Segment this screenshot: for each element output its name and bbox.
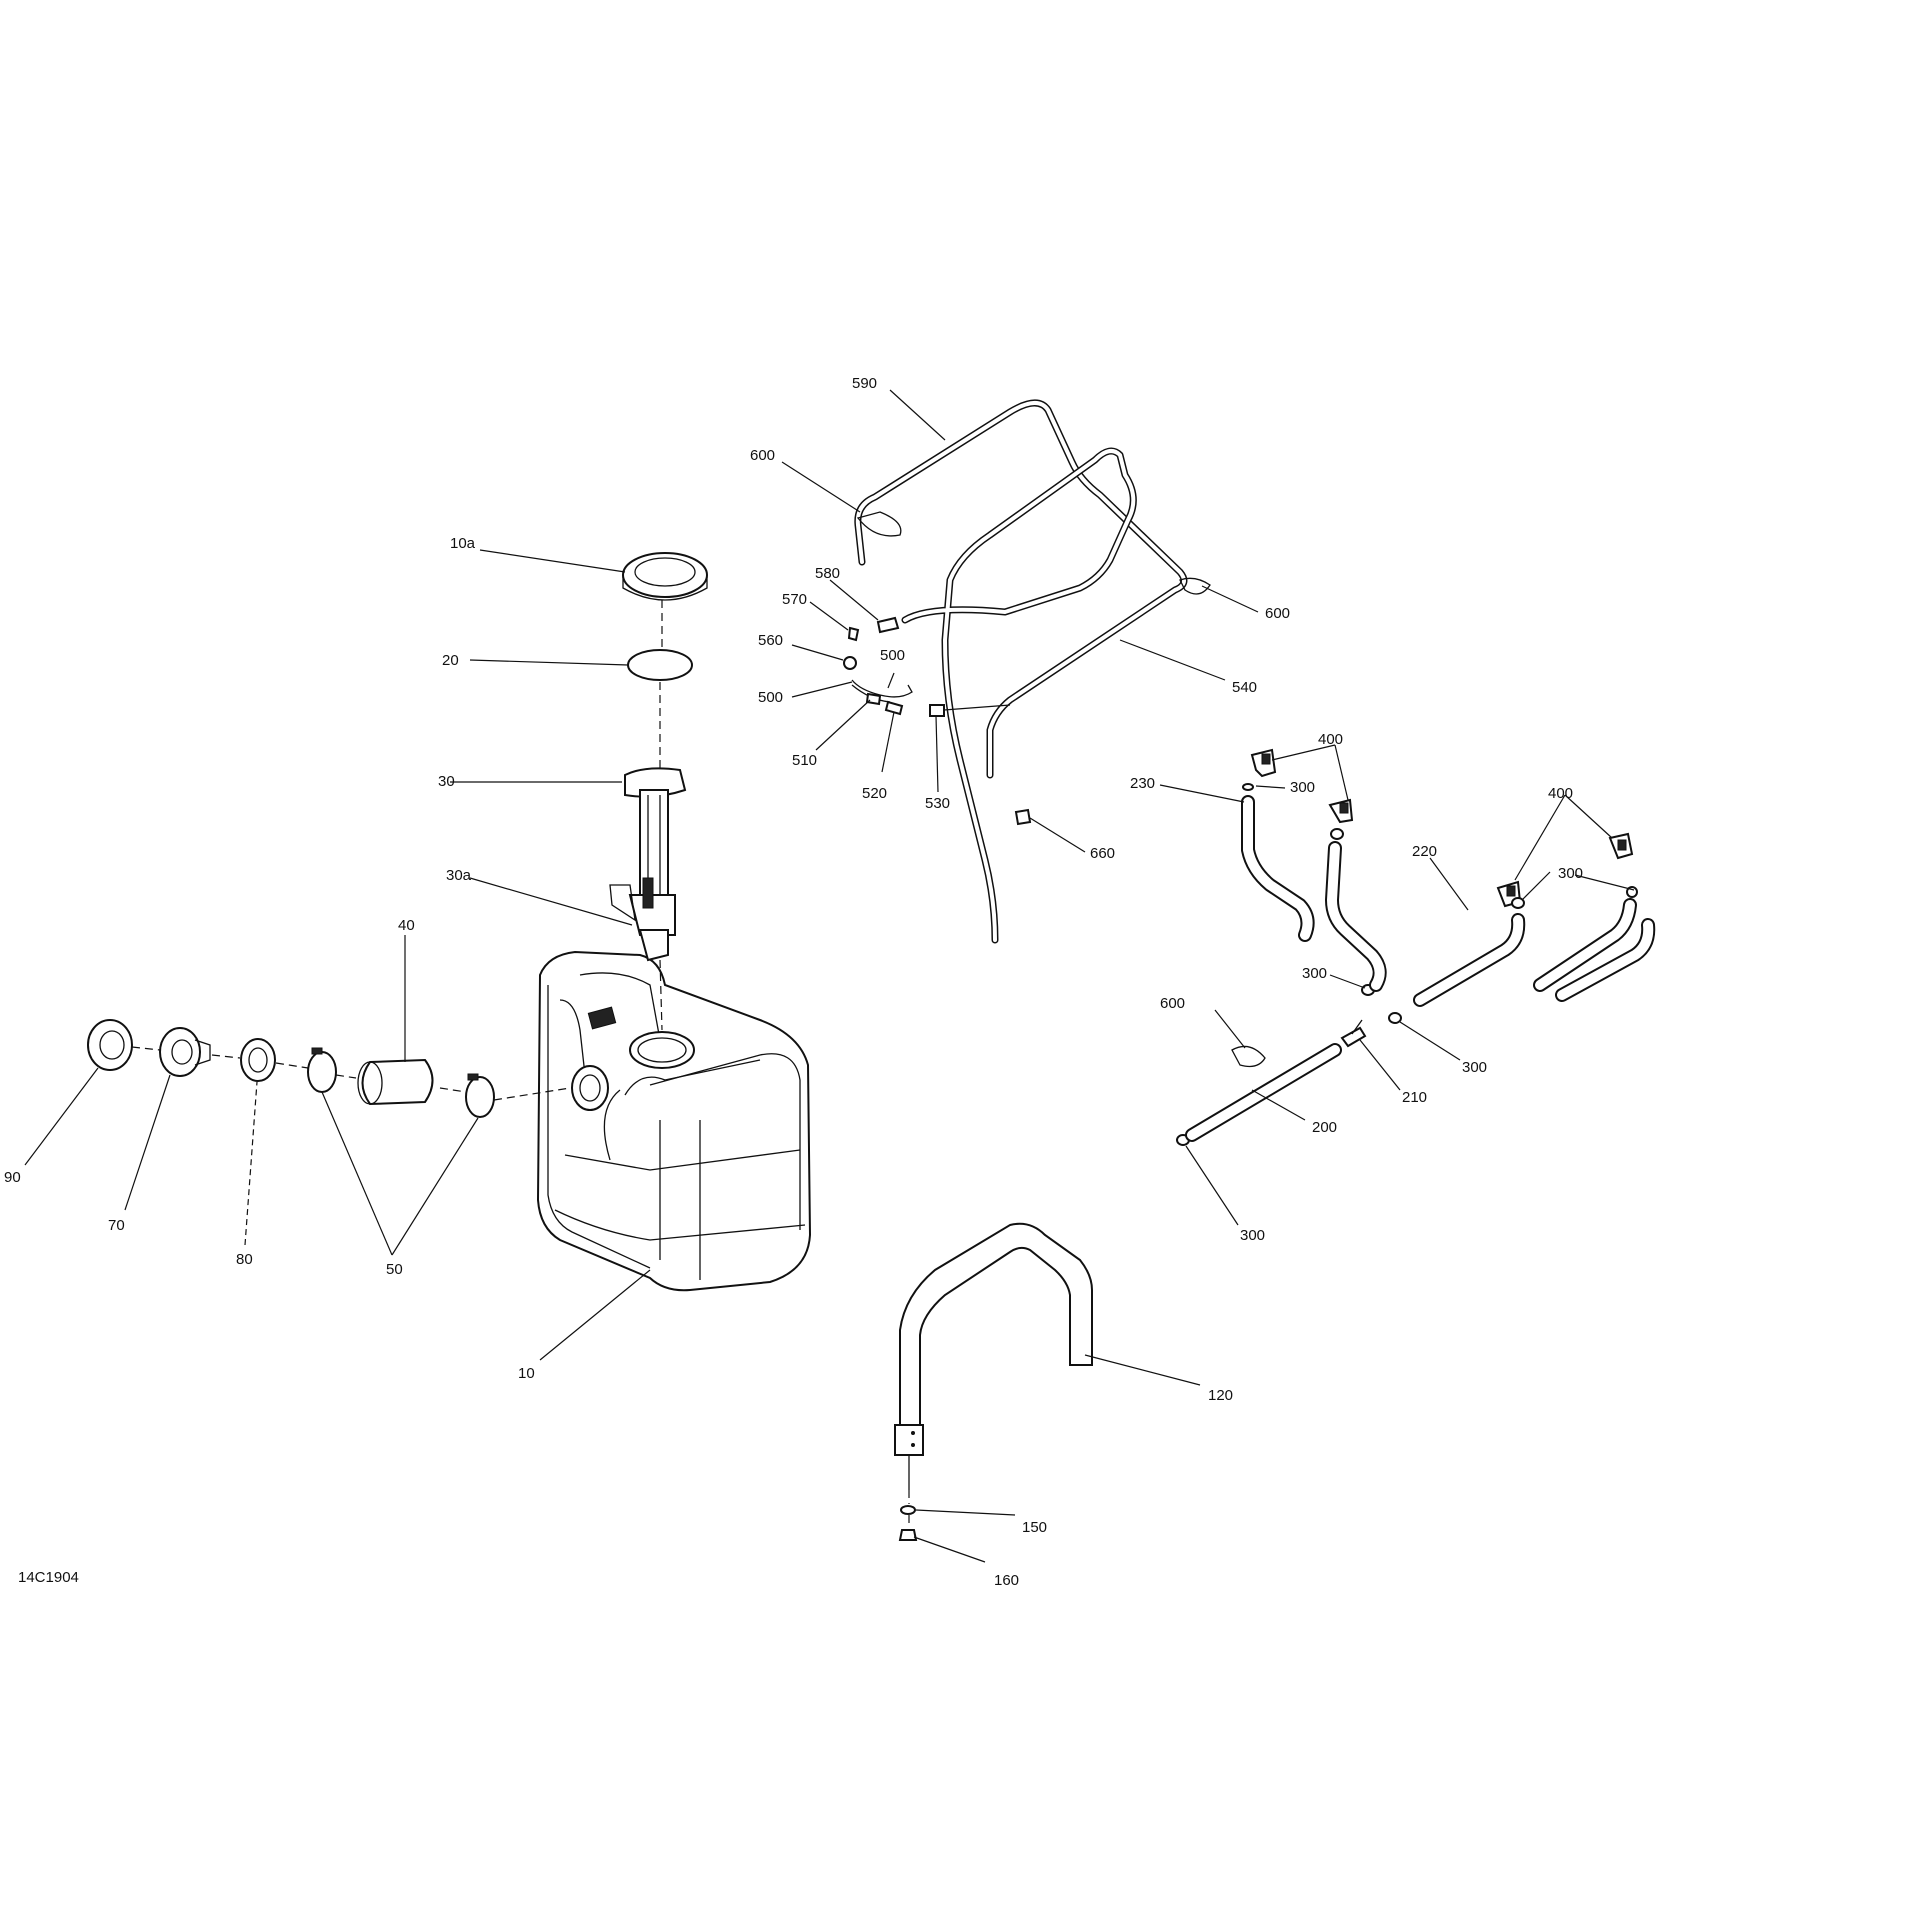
callout-150: 150 (1022, 1519, 1047, 1536)
callout-30: 30 (438, 773, 455, 790)
vent-line-590 (854, 399, 1188, 779)
clip-660 (1014, 808, 1032, 826)
tee-fitting (1340, 1019, 1367, 1048)
callout-540: 540 (1232, 679, 1257, 696)
filler-hose (357, 1058, 434, 1106)
cable-tie-c (1231, 1045, 1266, 1068)
callout-660: 660 (1090, 845, 1115, 862)
vent-fittings (843, 616, 1011, 717)
callout-230: 230 (1130, 775, 1155, 792)
callout-600: 600 (1160, 995, 1185, 1012)
elbow-fitting-d (1608, 832, 1634, 860)
cable-tie-a (856, 511, 902, 537)
lock-ring (622, 552, 708, 601)
callout-400: 400 (1548, 785, 1573, 802)
clamp-300-a (1242, 783, 1254, 791)
callout-400: 400 (1318, 731, 1343, 748)
fuel-pump (609, 767, 687, 962)
callout-300: 300 (1240, 1227, 1265, 1244)
filler-gasket (240, 1038, 276, 1082)
callout-560: 560 (758, 632, 783, 649)
callout-210: 210 (1402, 1089, 1427, 1106)
callout-120: 120 (1208, 1387, 1233, 1404)
callout-10a: 10a (450, 535, 476, 552)
callout-30a: 30a (446, 867, 472, 884)
strap-nut (898, 1529, 918, 1541)
hose-clamp-b (465, 1073, 495, 1118)
callout-300: 300 (1462, 1059, 1487, 1076)
clamp-300-d (1626, 886, 1638, 898)
gasket (627, 649, 693, 681)
callout-510: 510 (792, 752, 817, 769)
callout-530: 530 (925, 795, 950, 812)
callout-200: 200 (1312, 1119, 1337, 1136)
hose-200 (1185, 1043, 1342, 1142)
callout-570: 570 (782, 591, 807, 608)
callout-50: 50 (386, 1261, 403, 1278)
filler-cap (87, 1019, 133, 1071)
clamp-300-f (1388, 1012, 1402, 1024)
callout-160: 160 (994, 1572, 1019, 1589)
callout-500: 500 (758, 689, 783, 706)
hose-right (1533, 898, 1656, 1002)
fuel-tank (536, 950, 812, 1292)
callout-90: 90 (4, 1169, 21, 1186)
callout-600: 600 (1265, 605, 1290, 622)
callout-580: 580 (815, 565, 840, 582)
cable-tie-b (1179, 577, 1211, 595)
callout-70: 70 (108, 1217, 125, 1234)
elbow-fitting-a (1250, 748, 1277, 778)
callout-20: 20 (442, 652, 459, 669)
callout-10: 10 (518, 1365, 535, 1382)
diagram-code: 14C1904 (18, 1569, 79, 1586)
callout-300: 300 (1558, 865, 1583, 882)
clamp-300-b (1330, 828, 1344, 840)
callout-600: 600 (750, 447, 775, 464)
clamp-300-c (1511, 897, 1525, 909)
hose-230 (1241, 795, 1315, 942)
elbow-fitting-b (1328, 798, 1354, 824)
tank-strap (894, 1222, 1093, 1490)
leader-lines (24, 389, 1635, 1563)
strap-washer (900, 1505, 916, 1515)
hose-clamp-a (307, 1047, 337, 1093)
callout-80: 80 (236, 1251, 253, 1268)
callout-40: 40 (398, 917, 415, 934)
hose-220 (1413, 913, 1526, 1007)
callout-labels: 590 600 10a 580 570 600 560 500 20 500 5… (4, 375, 1583, 1589)
callout-300: 300 (1302, 965, 1327, 982)
filler-adapter (159, 1027, 211, 1077)
callout-300: 300 (1290, 779, 1315, 796)
callout-520: 520 (862, 785, 887, 802)
callout-590: 590 (852, 375, 877, 392)
callout-500: 500 (880, 647, 905, 664)
vent-line-540 (901, 447, 1137, 944)
hose-vent-b (1325, 841, 1387, 992)
callout-220: 220 (1412, 843, 1437, 860)
